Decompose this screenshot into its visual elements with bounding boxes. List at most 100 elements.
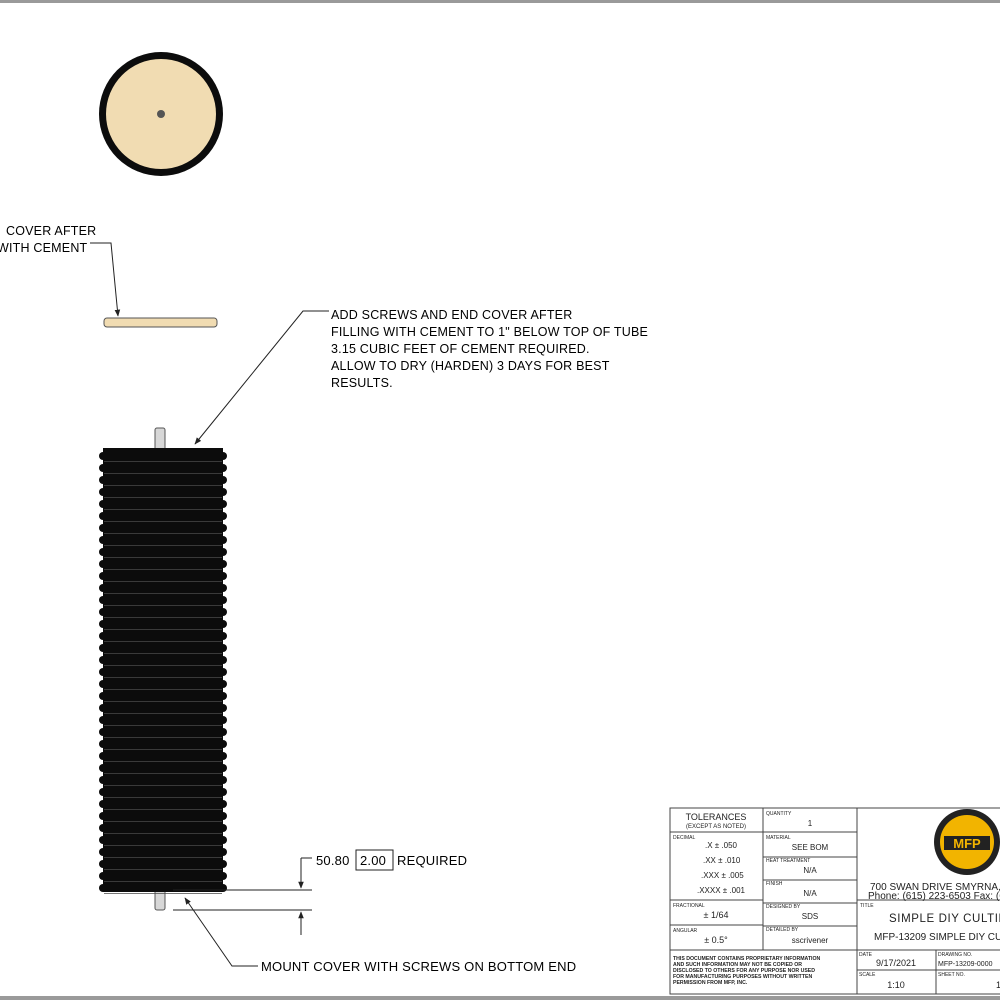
drawing-title: SIMPLE DIY CULTIP: [889, 913, 1000, 925]
note-line: FILLING WITH CEMENT TO 1" BELOW TOP OF T…: [331, 325, 648, 339]
decimal-row: .XX ± .010: [703, 856, 741, 865]
tube-rib: [99, 608, 227, 616]
decimal-row: .XXXX ± .001: [697, 886, 746, 895]
date-value: 9/17/2021: [876, 958, 916, 968]
tube-rib: [99, 452, 227, 460]
tube-rib: [99, 656, 227, 664]
date-label: DATE: [859, 952, 873, 958]
company-address: 700 SWAN DRIVE SMYRNA,: [870, 882, 1000, 893]
logo-text: MFP: [953, 836, 981, 851]
tube-rib: [99, 584, 227, 592]
company-phone: Phone: (615) 223-6503 Fax: (6: [868, 891, 1000, 902]
dim-bracket: [355, 849, 394, 871]
decimal-row: .XXX ± .005: [701, 871, 744, 880]
tube-rib: [99, 464, 227, 472]
cover-plate-side: [103, 317, 218, 328]
tube-rib: [99, 740, 227, 748]
dimension-gap: 50.80 2.00 REQUIRED: [173, 849, 467, 935]
heat-value: N/A: [803, 866, 817, 875]
tube-rib: [99, 512, 227, 520]
tube-rib: [99, 560, 227, 568]
tube-rib: [99, 644, 227, 652]
finish-value: N/A: [803, 889, 817, 898]
note-line: 3.15 CUBIC FEET OF CEMENT REQUIRED.: [331, 342, 590, 356]
tube-rib: [99, 704, 227, 712]
note-with-cement: WITH CEMENT: [0, 241, 88, 255]
corrugated-tube: [99, 427, 227, 911]
tube-rib: [99, 476, 227, 484]
designed-value: SDS: [802, 912, 818, 921]
dim-mm: 50.80: [316, 853, 350, 868]
tube-rib: [99, 860, 227, 868]
tube-rib: [99, 500, 227, 508]
detailed-value: sscrivener: [792, 936, 829, 945]
mfp-logo: MFP: [934, 809, 1000, 875]
top-view-cover: [99, 52, 223, 176]
note-line: ALLOW TO DRY (HARDEN) 3 DAYS FOR BEST: [331, 359, 610, 373]
sheet-value: 1: [996, 980, 1000, 990]
tube-rib: [99, 596, 227, 604]
heat-label: HEAT TREATMENT: [766, 858, 810, 864]
material-value: SEE BOM: [792, 843, 829, 852]
disclaimer-line: AND SUCH INFORMATION MAY NOT BE COPIED O…: [673, 962, 802, 968]
disclaimer-line: PERMISSION FROM MFP, INC.: [673, 980, 748, 986]
fractional-value: ± 1/64: [704, 910, 729, 920]
tube-rib: [99, 848, 227, 856]
tube-rib: [99, 536, 227, 544]
designed-label: DESIGNED BY: [766, 904, 801, 910]
tube-rib: [99, 824, 227, 832]
leader-mount-cover: [184, 897, 258, 967]
note-line: RESULTS.: [331, 376, 393, 390]
disclaimer-line: FOR MANUFACTURING PURPOSES WITHOUT WRITT…: [673, 974, 812, 980]
tolerances-title: TOLERANCES: [686, 812, 747, 822]
disclaimer-line: THIS DOCUMENT CONTAINS PROPRIETARY INFOR…: [673, 956, 821, 962]
dim-in: 2.00: [360, 853, 386, 868]
finish-label: FINISH: [766, 881, 783, 887]
dim-required: REQUIRED: [397, 853, 467, 868]
top-screw-stub: [154, 427, 166, 451]
tube-rib: [99, 692, 227, 700]
note-line: ADD SCREWS AND END COVER AFTER: [331, 308, 572, 322]
title-block-text: TOLERANCES (EXCEPT AS NOTED) DECIMAL .X …: [673, 809, 1000, 990]
tube-rib: [99, 764, 227, 772]
sheet-label: SHEET NO.: [938, 972, 965, 978]
tube-rib: [99, 668, 227, 676]
angular-label: ANGULAR: [673, 928, 698, 934]
disclaimer-line: DISCLOSED TO OTHERS FOR ANY PURPOSE NOR …: [673, 968, 815, 974]
note-mount-cover: MOUNT COVER WITH SCREWS ON BOTTOM END: [261, 959, 576, 974]
tube-rib: [99, 632, 227, 640]
leader-add-screws: [194, 310, 329, 445]
note-add-screws: ADD SCREWS AND END COVER AFTER FILLING W…: [331, 308, 648, 390]
tube-rib: [99, 872, 227, 880]
decimal-row: .X ± .050: [705, 841, 738, 850]
tube-rib: [99, 836, 227, 844]
tube-rib: [99, 728, 227, 736]
title-label: TITLE: [860, 903, 874, 909]
tolerances-sub: (EXCEPT AS NOTED): [686, 824, 746, 830]
tube-rib: [99, 572, 227, 580]
tube-rib: [99, 884, 227, 892]
drawing-no-label: DRAWING NO.: [938, 952, 972, 958]
title-block: [669, 807, 1000, 995]
tube-rib: [99, 524, 227, 532]
tube-rib: [99, 776, 227, 784]
drawing-no-value: MFP-13209-0000: [938, 961, 993, 968]
tube-rib: [99, 680, 227, 688]
tube-rib: [99, 800, 227, 808]
leader-cover-plate: [90, 242, 121, 317]
drawing-subtitle: MFP-13209 SIMPLE DIY CU: [874, 932, 1000, 943]
quantity-value: 1: [808, 819, 813, 828]
fractional-label: FRACTIONAL: [673, 903, 705, 909]
material-label: MATERIAL: [766, 835, 791, 841]
tube-rib: [99, 788, 227, 796]
note-cover-after: COVER AFTER: [6, 224, 96, 238]
quantity-label: QUANTITY: [766, 811, 792, 817]
tube-rib: [99, 620, 227, 628]
detailed-label: DETAILED BY: [766, 927, 799, 933]
tube-rib: [99, 548, 227, 556]
tube-rib: [99, 716, 227, 724]
tube-rib: [99, 812, 227, 820]
tube-rib: [99, 752, 227, 760]
